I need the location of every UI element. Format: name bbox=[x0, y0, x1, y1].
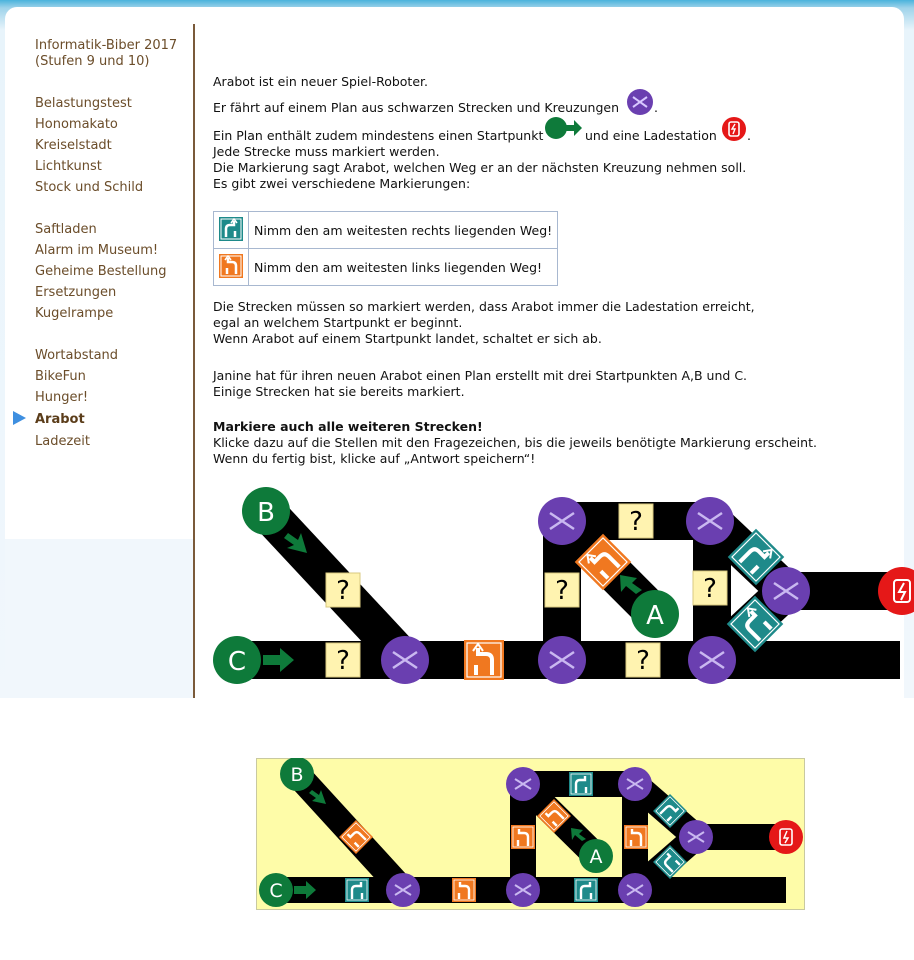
mark-right-icon bbox=[219, 216, 243, 241]
nav-item-wortabstand[interactable]: Wortabstand bbox=[35, 348, 119, 363]
nav-item-arabot[interactable]: Arabot bbox=[35, 412, 85, 427]
task-line-7: Die Strecken müssen so markiert werden, … bbox=[213, 299, 755, 314]
marking-legend-table: Nimm den am weitesten rechts liegenden W… bbox=[213, 211, 559, 286]
sidebar-footer bbox=[5, 539, 193, 698]
legend-icon-cell bbox=[213, 211, 249, 249]
nav-item-hunger[interactable]: Hunger! bbox=[35, 390, 89, 405]
task-line-2-end: . bbox=[654, 100, 658, 115]
nav-item-stock-und-schild[interactable]: Stock und Schild bbox=[35, 180, 144, 195]
crossing-icon bbox=[627, 89, 653, 115]
unknown-mark-slot[interactable]: ? bbox=[544, 572, 580, 608]
course-title: Informatik-Biber 2017 bbox=[35, 38, 178, 53]
sidebar bbox=[5, 7, 193, 698]
charging-station-icon bbox=[878, 567, 914, 615]
crossing-icon bbox=[538, 497, 586, 545]
crossing-icon bbox=[506, 873, 540, 907]
task-line-2: Er fährt auf einem Plan aus schwarzen St… bbox=[213, 100, 619, 116]
start-point-c: C bbox=[213, 636, 294, 684]
mark-left-icon bbox=[509, 823, 537, 851]
crossing-icon bbox=[679, 820, 713, 854]
charging-station-icon bbox=[722, 117, 746, 141]
start-point-icon bbox=[545, 117, 582, 139]
mark-right-icon bbox=[343, 876, 371, 904]
unknown-mark-slot[interactable]: ? bbox=[625, 642, 661, 678]
task-instruction: Markiere auch alle weiteren Strecken! bbox=[213, 419, 483, 434]
nav-item-kreiselstadt[interactable]: Kreiselstadt bbox=[35, 138, 112, 153]
task-line-12: Klicke dazu auf die Stellen mit den Frag… bbox=[213, 435, 817, 450]
nav-item-ersetzungen[interactable]: Ersetzungen bbox=[35, 285, 117, 300]
nav-item-ladezeit[interactable]: Ladezeit bbox=[35, 434, 90, 449]
legend-row-left: Nimm den am weitesten links liegenden We… bbox=[213, 248, 559, 286]
start-point-c: C bbox=[259, 873, 316, 907]
crossing-icon bbox=[618, 767, 652, 801]
task-line-1: Arabot ist ein neuer Spiel-Roboter. bbox=[213, 74, 428, 89]
nav-item-saftladen[interactable]: Saftladen bbox=[35, 222, 97, 237]
unknown-mark-slot[interactable]: ? bbox=[692, 570, 728, 606]
mark-left-icon bbox=[462, 638, 506, 682]
task-line-6: Es gibt zwei verschiedene Markierungen: bbox=[213, 176, 471, 191]
mark-left-icon bbox=[219, 253, 243, 278]
task-line-4: Jede Strecke muss markiert werden. bbox=[213, 144, 440, 159]
mark-right-icon bbox=[572, 876, 600, 904]
start-label: C bbox=[228, 647, 246, 677]
crossing-icon bbox=[381, 636, 429, 684]
start-point-a: A bbox=[620, 575, 679, 638]
solution-plan: B C A bbox=[259, 758, 803, 907]
task-line-3: Ein Plan enthält zudem mindestens einen … bbox=[213, 128, 544, 143]
task-line-3-end: . bbox=[747, 128, 751, 143]
unknown-mark-slot[interactable]: ? bbox=[618, 503, 654, 539]
svg-text:?: ? bbox=[336, 576, 350, 606]
nav-item-geheime-bestellung[interactable]: Geheime Bestellung bbox=[35, 264, 167, 279]
start-point-b: B bbox=[280, 758, 326, 804]
start-label: C bbox=[269, 880, 282, 902]
svg-text:?: ? bbox=[636, 646, 650, 676]
nav-item-alarm-im-museum[interactable]: Alarm im Museum! bbox=[35, 243, 159, 258]
nav-item-honomakato[interactable]: Honomakato bbox=[35, 117, 118, 132]
svg-text:?: ? bbox=[703, 574, 717, 604]
charging-station-icon bbox=[769, 820, 803, 854]
start-label: A bbox=[590, 846, 603, 868]
track-plan: ? ? ? ? ? ? B C A bbox=[213, 487, 914, 684]
unknown-mark-slot[interactable]: ? bbox=[325, 572, 361, 608]
mark-left-icon bbox=[450, 876, 478, 904]
legend-text-left: Nimm den am weitesten links liegenden We… bbox=[247, 248, 559, 286]
task-line-5: Die Markierung sagt Arabot, welchen Weg … bbox=[213, 160, 747, 175]
nav-item-kugelrampe[interactable]: Kugelrampe bbox=[35, 306, 114, 321]
svg-text:?: ? bbox=[555, 576, 569, 606]
crossing-icon bbox=[688, 636, 736, 684]
crossing-icon bbox=[686, 497, 734, 545]
mark-left-icon bbox=[622, 823, 650, 851]
nav-item-lichtkunst[interactable]: Lichtkunst bbox=[35, 159, 102, 174]
crossing-icon bbox=[506, 767, 540, 801]
task-line-11: Einige Strecken hat sie bereits markiert… bbox=[213, 384, 465, 399]
crossing-icon bbox=[386, 873, 420, 907]
task-line-2-text: Er fährt auf einem Plan aus schwarzen St… bbox=[213, 100, 620, 115]
nav-item-bikefun[interactable]: BikeFun bbox=[35, 369, 86, 384]
legend-icon-cell bbox=[213, 248, 249, 286]
task-line-8: egal an welchem Startpunkt er beginnt. bbox=[213, 315, 463, 330]
nav-item-belastungstest[interactable]: Belastungstest bbox=[35, 96, 132, 111]
start-label: A bbox=[646, 601, 664, 631]
sidebar-divider bbox=[193, 24, 195, 698]
unknown-mark-slot[interactable]: ? bbox=[325, 642, 361, 678]
task-line-10: Janine hat für ihren neuen Arabot einen … bbox=[213, 368, 748, 383]
task-line-13: Wenn du fertig bist, klicke auf „Antwort… bbox=[213, 451, 536, 466]
course-subtitle: (Stufen 9 und 10) bbox=[35, 54, 150, 69]
active-arrow-icon bbox=[13, 411, 26, 425]
start-point-b: B bbox=[242, 487, 307, 553]
crossing-icon bbox=[538, 636, 586, 684]
start-label: B bbox=[290, 764, 303, 786]
svg-text:?: ? bbox=[336, 646, 350, 676]
task-line-9: Wenn Arabot auf einem Startpunkt landet,… bbox=[213, 331, 602, 346]
svg-text:?: ? bbox=[629, 507, 643, 537]
crossing-icon bbox=[618, 873, 652, 907]
start-label: B bbox=[257, 498, 275, 528]
crossing-icon bbox=[762, 567, 810, 615]
start-point-a: A bbox=[571, 828, 613, 873]
mark-right-icon bbox=[567, 770, 595, 798]
task-line-3-mid: und eine Ladestation bbox=[585, 128, 717, 143]
